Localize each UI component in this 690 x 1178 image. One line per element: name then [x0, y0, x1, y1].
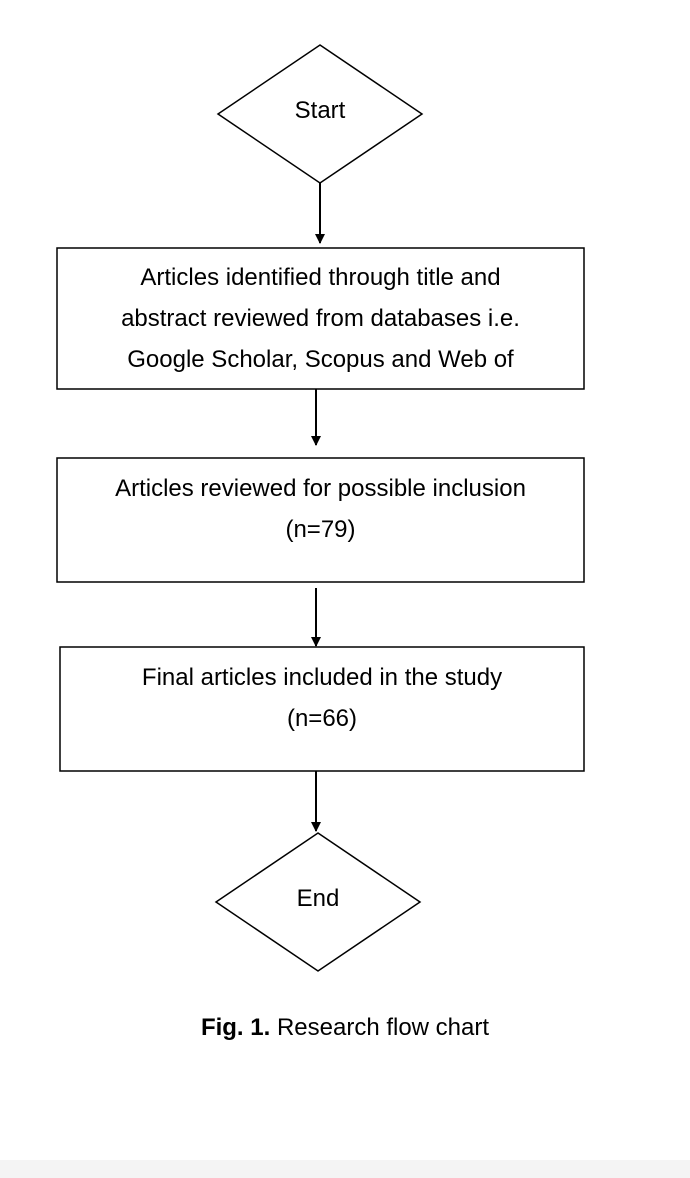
start-label: Start [294, 97, 346, 124]
figure-caption-label: Fig. 1. [200, 1014, 271, 1041]
review-box [56, 457, 585, 583]
figure-caption-text: Research flow chart [276, 1014, 490, 1041]
footer-band [0, 1160, 690, 1178]
final-box [59, 646, 585, 772]
identification-box [56, 247, 585, 390]
identification-box-text: Articles identified through title and ab… [121, 264, 520, 373]
final-box-text: Final articles included in the study (n=… [141, 664, 503, 732]
review-box-text: Articles reviewed for possible inclusion… [115, 475, 526, 543]
figure-caption: Fig. 1. Research flow chart [0, 1008, 690, 1048]
end-label: End [296, 885, 340, 912]
end-diamond [214, 832, 422, 972]
